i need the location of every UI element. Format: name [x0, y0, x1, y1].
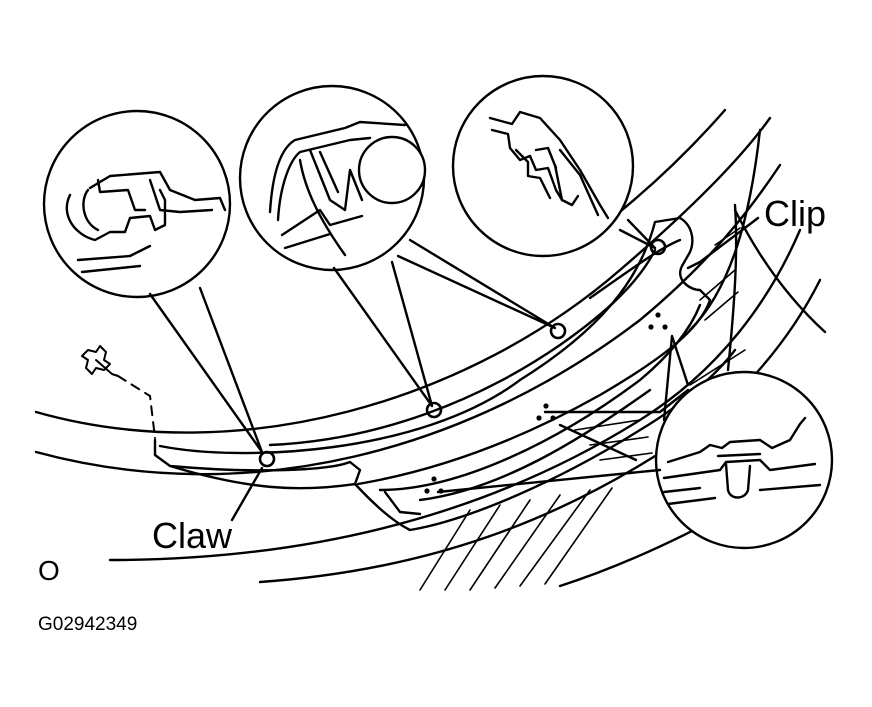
triangle-of-dots-icon [536, 403, 556, 421]
claw-label: Claw [152, 515, 233, 556]
claw-label-leader [230, 466, 264, 522]
triangle-of-dots-icon [424, 476, 444, 494]
claw-markers [258, 238, 667, 468]
clip-label: Clip [764, 193, 827, 234]
claw-detail-bubble-1 [42, 109, 264, 454]
small-circle-icon [649, 238, 667, 256]
small-circle-icon [258, 450, 276, 468]
triangle-of-dots-icon [648, 312, 668, 330]
clip-markers [424, 312, 668, 494]
view-marker: O [38, 555, 60, 586]
push-rivet-icon [81, 345, 156, 439]
claw-detail-bubble-3 [451, 74, 657, 258]
small-circle-icon [549, 322, 567, 340]
small-circle-icon [425, 401, 443, 419]
claw-detail-bubble-2 [238, 84, 557, 408]
scuff-plate-panel [153, 216, 737, 532]
clip-label-leader [686, 216, 760, 270]
clip-detail-bubble [436, 334, 834, 550]
figure-code: G02942349 [38, 614, 138, 635]
